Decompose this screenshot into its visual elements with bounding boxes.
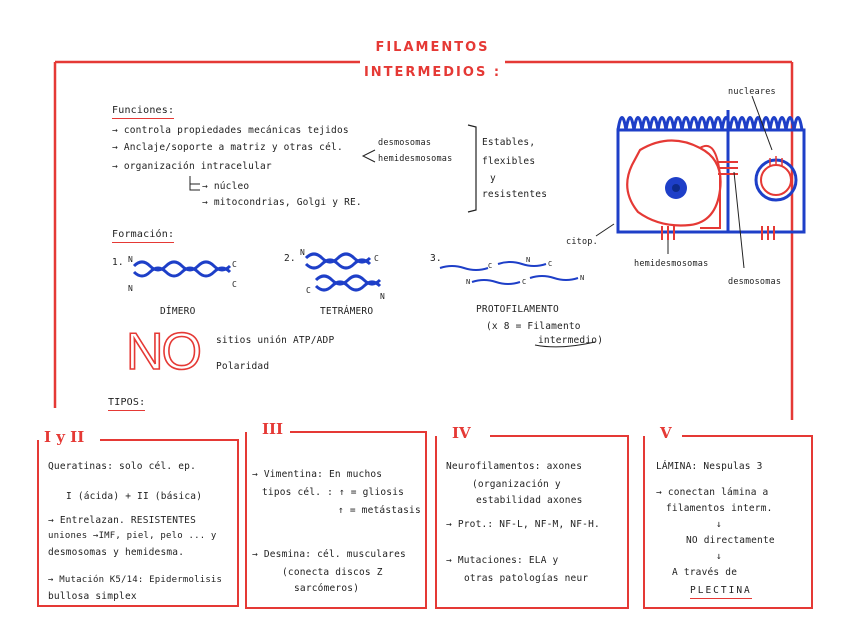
box-2-line-5: (conecta discos Z: [282, 567, 383, 578]
box-4-line-2: → conectan lámina a: [656, 487, 769, 498]
title-line-1: FILAMENTOS: [375, 40, 490, 55]
box-2-line-4: → Desmina: cél. musculares: [252, 549, 406, 560]
box-4-line-8: PLECTINA: [690, 584, 752, 599]
property-3: y: [490, 173, 496, 184]
step-1-label: DÍMERO: [160, 306, 196, 317]
proto-note-2: intermedio): [538, 335, 604, 346]
box-3-line-1: Neurofilamentos: axones: [446, 461, 583, 472]
box-1-line-5: desmosomas y hemidesma.: [48, 547, 185, 558]
box-1-line-2: I (ácida) + II (básica): [66, 491, 203, 502]
funciones-heading: Funciones:: [112, 104, 175, 119]
box-1-line-3: → Entrelazan. RESISTENTES: [48, 515, 196, 526]
tipos-heading: TIPOS:: [108, 396, 146, 411]
box-2-line-3: ↑ = metástasis: [338, 505, 421, 516]
box-1-line-6: → Mutación K5/14: Epidermolisis: [48, 575, 223, 585]
junction-2: hemidesmosomas: [378, 154, 453, 164]
funciones-item-1: → controla propiedades mecánicas tejidos: [112, 125, 349, 136]
property-4: resistentes: [482, 189, 548, 200]
step-3-label: PROTOFILAMENTO: [476, 304, 559, 315]
dimer-c-terminal-2: C: [232, 280, 238, 289]
tetramer-n-terminal-2: N: [380, 292, 386, 301]
box-2-line-2: tipos cél. : ↑ = gliosis: [262, 487, 405, 498]
step-2-num: 2.: [284, 253, 296, 264]
box-3-title: IV: [448, 424, 475, 442]
box-4-line-5: NO directamente: [686, 535, 775, 546]
box-1-line-1: Queratinas: solo cél. ep.: [48, 461, 196, 472]
proto-c-1: C: [488, 262, 493, 270]
tetramer-c-terminal-2: C: [306, 286, 312, 295]
dimer-n-terminal-2: N: [128, 284, 134, 293]
label-desmosomas: desmosomas: [728, 277, 782, 287]
box-2-line-6: sarcómeros): [294, 583, 360, 594]
funciones-item-3: → organización intracelular: [112, 161, 272, 172]
proto-c-2: C: [548, 260, 553, 268]
no-line-1: sitios unión ATP/ADP: [216, 335, 335, 346]
box-3-line-5: → Mutaciones: ELA y: [446, 555, 559, 566]
box-3-line-6: otras patologías neur: [464, 573, 589, 584]
box-3-line-3: estabilidad axones: [476, 495, 583, 506]
junction-1: desmosomas: [378, 138, 432, 148]
box-4-line-3: filamentos interm.: [666, 503, 773, 514]
box-2-line-1: → Vimentina: En muchos: [252, 469, 383, 480]
no-big-text: NO: [125, 323, 203, 381]
funciones-sub-1: → núcleo: [202, 181, 250, 192]
property-1: Estables,: [482, 137, 536, 148]
box-4-line-6: ↓: [716, 551, 722, 562]
box-4-line-1: LÁMINA: Nespulas 3: [656, 461, 763, 472]
box-3-line-2: (organización y: [472, 479, 561, 490]
tetramer-c-terminal: C: [374, 254, 380, 263]
proto-n-2: N: [466, 278, 471, 286]
dimer-n-terminal: N: [128, 255, 134, 264]
box-4-line-7: A través de: [672, 567, 738, 578]
proto-n-1: N: [526, 256, 531, 264]
proto-c-3: C: [522, 278, 527, 286]
step-3-num: 3.: [430, 253, 442, 264]
step-1-num: 1.: [112, 257, 124, 268]
step-2-label: TETRÁMERO: [320, 306, 374, 317]
box-4-title: V: [656, 424, 676, 442]
property-2: flexibles: [482, 156, 536, 167]
box-2-title: III: [258, 420, 288, 438]
box-1-line-4: uniones →IMF, piel, pelo ... y: [48, 531, 217, 541]
label-nucleares: nucleares: [728, 87, 776, 97]
label-citop: citop.: [566, 237, 598, 247]
funciones-sub-2: → mitocondrias, Golgi y RE.: [202, 197, 362, 208]
label-hemidesmosomas: hemidesmosomas: [634, 259, 709, 269]
dimer-c-terminal: C: [232, 260, 238, 269]
tetramer-n-terminal: N: [300, 248, 306, 257]
box-3-line-4: → Prot.: NF-L, NF-M, NF-H.: [446, 519, 600, 530]
box-1-title: I y II: [40, 428, 89, 446]
proto-note-1: (x 8 = Filamento: [486, 321, 581, 332]
funciones-item-2: → Anclaje/soporte a matriz y otras cél.: [112, 142, 343, 153]
box-4-line-4: ↓: [716, 519, 722, 530]
no-line-2: Polaridad: [216, 361, 270, 372]
formacion-heading: Formación:: [112, 228, 175, 243]
title-line-2: INTERMEDIOS :: [363, 65, 502, 80]
box-1-line-7: bullosa simplex: [48, 591, 137, 602]
proto-n-3: N: [580, 274, 585, 282]
